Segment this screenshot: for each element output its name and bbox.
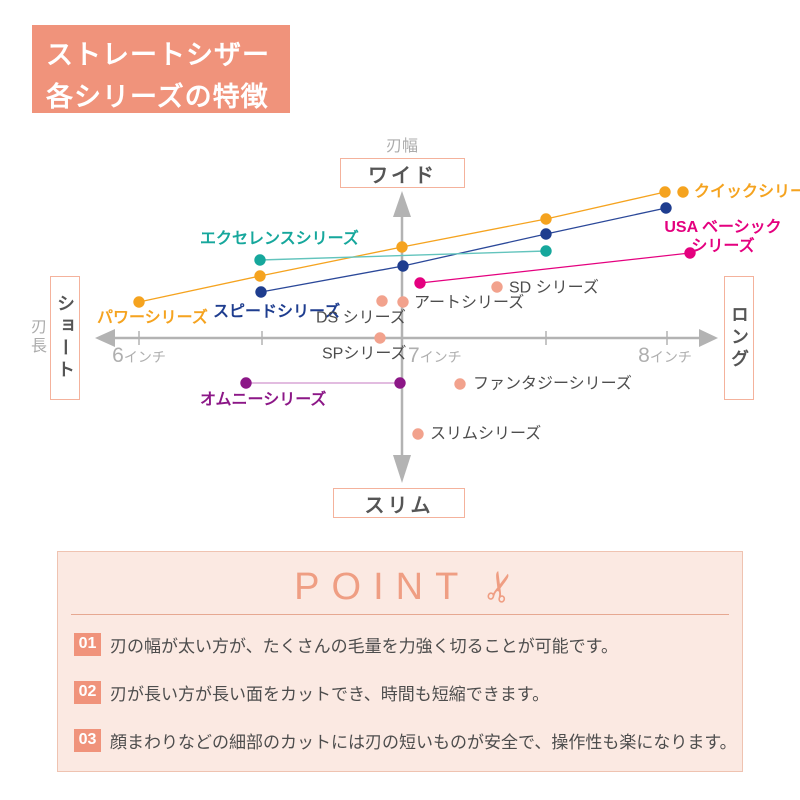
point-section: POINT ✂ 01 刃の幅が太い方が、たくさんの毛量を力強く切ることが可能です… xyxy=(57,551,743,772)
page-title-line1: ストレートシザー xyxy=(46,40,270,70)
data-point xyxy=(540,245,552,257)
data-point xyxy=(254,270,266,282)
y-axis-arrow-top xyxy=(393,191,411,217)
data-point xyxy=(376,295,388,307)
series-label: USA ベーシックシリーズ xyxy=(664,218,782,255)
page-title-line2: 各シリーズの特徴 xyxy=(46,81,269,112)
data-point xyxy=(540,228,552,240)
data-point xyxy=(397,296,409,308)
series-label: オムニーシリーズ xyxy=(200,391,327,409)
point-text: 刃の幅が太い方が、たくさんの毛量を力強く切ることが可能です。 xyxy=(110,636,618,656)
data-point xyxy=(660,202,672,214)
series-label: パワーシリーズ xyxy=(97,309,208,327)
data-point xyxy=(240,377,252,389)
series-label: エクセレンスシリーズ xyxy=(200,230,359,248)
point-item-2: 02 刃が長い方が長い面をカットでき、時間も短縮できます。 xyxy=(74,680,728,704)
series-line xyxy=(259,250,547,261)
data-point xyxy=(677,186,689,198)
data-point xyxy=(491,281,503,293)
point-text: 顔まわりなどの細部のカットには刃の短いものが安全で、操作性も楽になります。 xyxy=(110,732,737,752)
data-point xyxy=(397,260,409,272)
axis-label-short: ショート xyxy=(50,276,80,400)
series-label: DS シリーズ xyxy=(316,309,406,327)
data-point xyxy=(133,296,145,308)
data-point xyxy=(396,241,408,253)
y-axis-title: 刃幅 xyxy=(385,138,419,155)
tick-label: 7インチ xyxy=(408,344,462,367)
scissors-icon: ✂ xyxy=(475,565,527,609)
data-point xyxy=(659,186,671,198)
series-label: クイックシリーズ xyxy=(694,183,800,201)
point-number-badge: 03 xyxy=(74,728,101,752)
point-header: POINT ✂ xyxy=(58,562,742,612)
series-label: アートシリーズ xyxy=(414,294,525,312)
point-number-badge: 01 xyxy=(74,632,101,656)
data-point xyxy=(412,428,424,440)
axis-label-wide: ワイド xyxy=(340,158,465,188)
data-point xyxy=(374,332,386,344)
y-axis-arrow-bottom xyxy=(393,455,411,483)
tick-label: 6インチ xyxy=(112,344,166,367)
axis-label-long: ロング xyxy=(724,276,754,400)
series-label: SPシリーズ xyxy=(322,345,407,363)
data-point xyxy=(255,286,267,298)
x-axis-title: 刃長 xyxy=(28,318,45,356)
data-point xyxy=(540,213,552,225)
x-axis-arrow-right xyxy=(699,329,718,347)
page-title: ストレートシザー 各シリーズの特徴 xyxy=(32,25,290,113)
point-item-1: 01 刃の幅が太い方が、たくさんの毛量を力強く切ることが可能です。 xyxy=(74,632,728,656)
series-line xyxy=(260,207,667,293)
data-point xyxy=(254,254,266,266)
tick-label: 8インチ xyxy=(638,344,692,367)
data-point xyxy=(454,378,466,390)
data-point xyxy=(414,277,426,289)
series-label: SD シリーズ xyxy=(509,279,599,297)
point-text: 刃が長い方が長い面をカットでき、時間も短縮できます。 xyxy=(110,684,550,704)
point-number-badge: 02 xyxy=(74,680,101,704)
point-title: POINT xyxy=(294,565,471,608)
series-label: スピードシリーズ xyxy=(213,303,341,321)
axis-label-slim: スリム xyxy=(333,488,465,518)
series-label: ファンタジーシリーズ xyxy=(473,375,632,393)
divider xyxy=(71,614,729,615)
series-label: スリムシリーズ xyxy=(430,425,542,443)
data-point xyxy=(394,377,406,389)
point-item-3: 03 顔まわりなどの細部のカットには刃の短いものが安全で、操作性も楽になります。 xyxy=(74,728,737,752)
